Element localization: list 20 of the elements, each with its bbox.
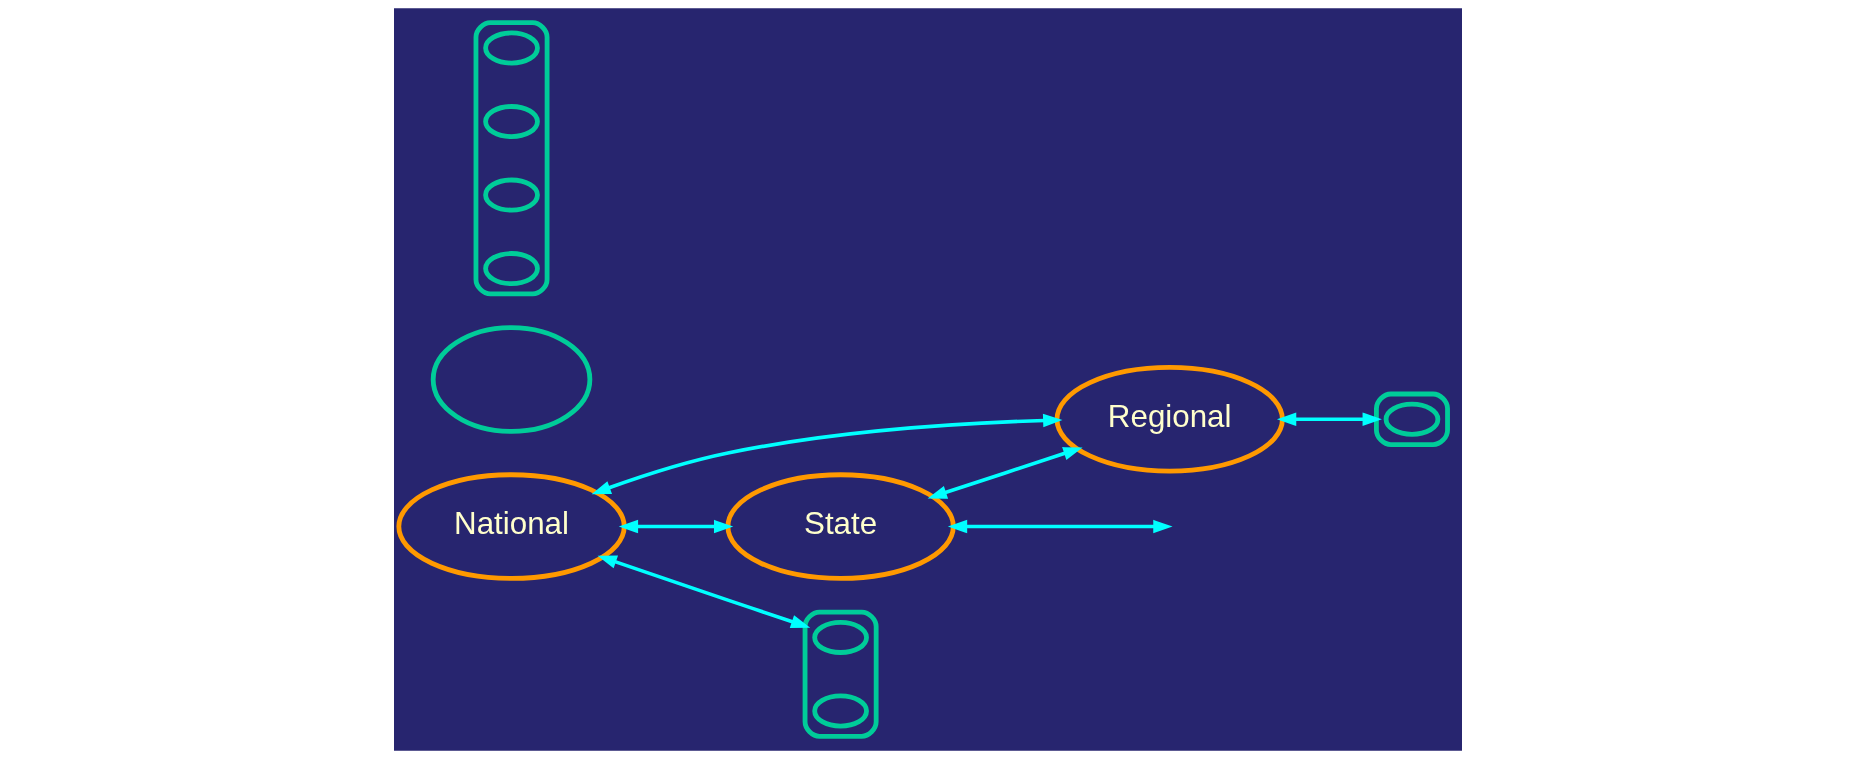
node-ellipse: State <box>725 472 956 581</box>
arrow <box>597 555 810 629</box>
node-ellipse <box>482 104 540 139</box>
arrow <box>618 519 733 534</box>
arrow <box>591 413 1062 495</box>
arrow <box>947 519 1173 534</box>
node-ellipse <box>1383 401 1440 437</box>
cluster <box>473 20 549 297</box>
cluster <box>1373 391 1450 447</box>
node-ellipse <box>482 177 540 213</box>
node-ellipse <box>482 251 540 287</box>
cluster <box>802 609 879 739</box>
node-ellipse <box>430 325 592 434</box>
node-ellipse <box>811 620 869 655</box>
node-ellipse <box>811 693 869 729</box>
arrow <box>927 447 1083 499</box>
node-ellipse: Regional <box>1054 365 1285 474</box>
node-ellipse: National <box>395 472 627 581</box>
node-ellipse <box>482 30 540 66</box>
arrow <box>1276 412 1382 427</box>
